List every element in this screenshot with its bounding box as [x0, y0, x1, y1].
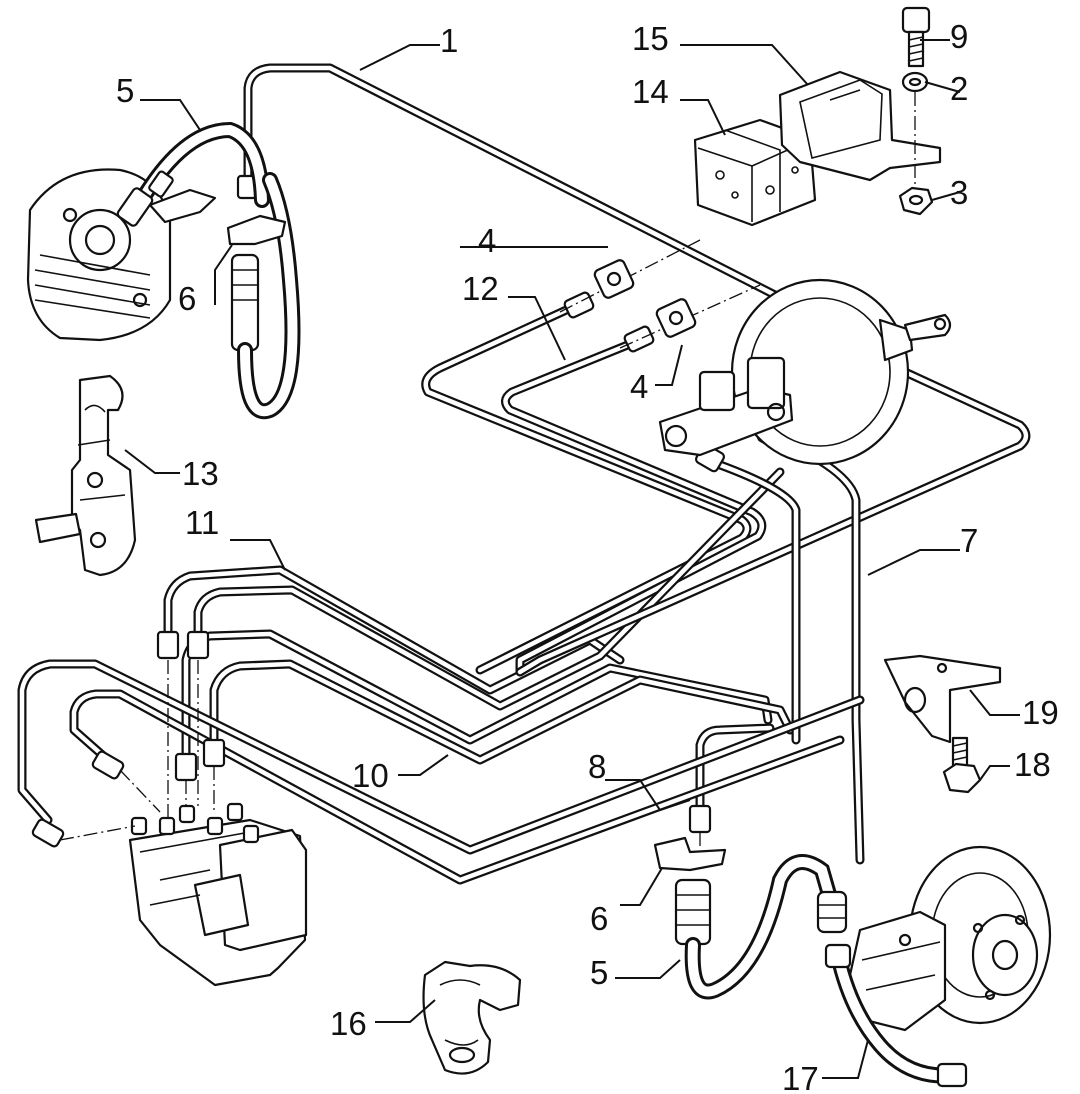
fitting [156, 630, 180, 660]
rear-hose [653, 836, 848, 1000]
abs-modulator [59, 660, 701, 987]
brake-pipes [17, 63, 1031, 885]
callout-10: 10 [352, 757, 389, 794]
clip-16 [422, 960, 522, 1075]
fitting [623, 325, 655, 353]
union-nuts-4 [559, 239, 761, 349]
callout-3: 3 [950, 174, 968, 211]
fitting [91, 750, 125, 780]
fitting [688, 804, 712, 834]
callout-11: 11 [185, 504, 219, 541]
rear-disc-brake [848, 845, 1052, 1032]
callout-labels: 1 2 3 4 4 5 5 6 6 7 8 9 10 11 12 13 14 1… [116, 18, 1059, 1094]
callout-1: 1 [440, 22, 458, 59]
fitting [186, 630, 210, 660]
callout-17: 17 [782, 1060, 819, 1094]
bracket-6-rear [653, 836, 727, 872]
pipe-holder-13 [34, 374, 137, 577]
callout-16: 16 [330, 1005, 367, 1042]
nut-3 [898, 186, 934, 216]
callout-19: 19 [1022, 694, 1059, 731]
brake-hose-17 [824, 943, 968, 1088]
fitting [31, 818, 65, 848]
bracket-6-front [226, 214, 287, 246]
washer-2 [901, 71, 929, 186]
fitting [563, 291, 595, 319]
fitting [202, 738, 226, 768]
callout-5-rear: 5 [590, 954, 608, 991]
callout-12: 12 [462, 270, 499, 307]
callout-18: 18 [1014, 746, 1051, 783]
bracket-15 [778, 70, 942, 182]
callout-13: 13 [182, 455, 219, 492]
leader-lines [124, 39, 1020, 1079]
fitting [174, 752, 198, 782]
callout-2: 2 [950, 70, 968, 107]
callout-4-lower: 4 [630, 368, 648, 405]
bolt-18 [942, 736, 982, 794]
bracket-19 [883, 654, 1002, 744]
callout-6-rear: 6 [590, 900, 608, 937]
callout-6-front: 6 [178, 280, 196, 317]
callout-7: 7 [960, 522, 978, 559]
callout-14: 14 [632, 73, 669, 110]
master-cylinder [658, 356, 794, 457]
callout-9: 9 [950, 18, 968, 55]
callout-4-upper: 4 [478, 222, 496, 259]
front-left-hose [116, 121, 301, 420]
bolt-9 [901, 6, 931, 68]
callout-15: 15 [632, 20, 669, 57]
callout-5-front: 5 [116, 72, 134, 109]
callout-8: 8 [588, 748, 606, 785]
